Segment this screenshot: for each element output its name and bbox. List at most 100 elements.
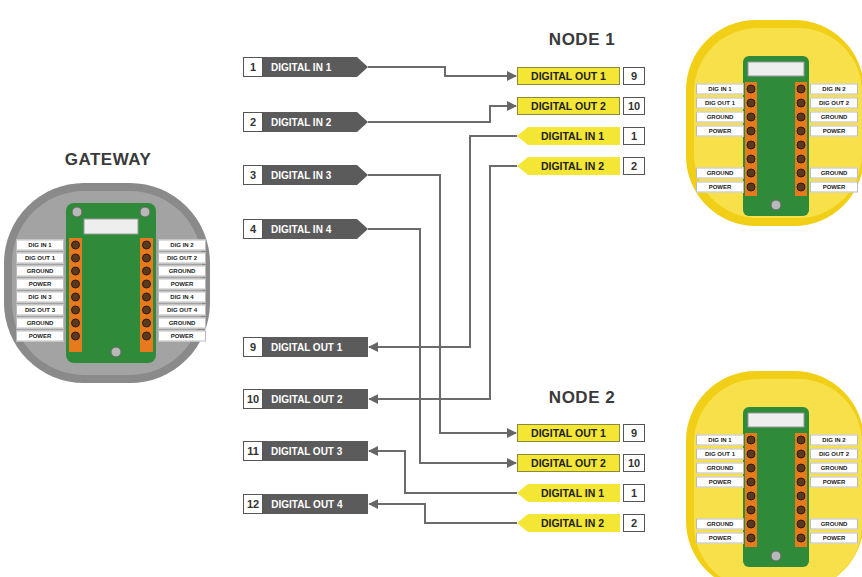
terminal-label: DIG OUT 2 [810, 98, 858, 109]
header-connector [748, 62, 804, 76]
terminal-screw [747, 183, 755, 191]
pin-number: 2 [243, 112, 263, 132]
terminal-label: DIG IN 1 [696, 84, 744, 95]
signal-wire [369, 166, 517, 399]
terminal-label: DIG OUT 1 [696, 98, 744, 109]
terminal-label: DIG OUT 2 [158, 253, 206, 264]
terminal-screw [747, 169, 755, 177]
terminal-label: POWER [810, 477, 858, 488]
terminal-screw [72, 293, 80, 301]
terminal-screw [143, 332, 151, 340]
gateway-device [4, 183, 210, 383]
terminal-label: POWER [16, 279, 64, 290]
terminal-label: POWER [158, 279, 206, 290]
terminal-screw [747, 155, 755, 163]
terminal-screw [72, 280, 80, 288]
terminal-screw [747, 534, 755, 542]
terminal-label: GROUND [696, 463, 744, 474]
terminal-label: DIG IN 4 [158, 292, 206, 303]
node-pin-tag: DIGITAL OUT 210 [517, 97, 645, 115]
terminal-label: POWER [696, 182, 744, 193]
terminal-screw [797, 464, 805, 472]
signal-name: DIGITAL OUT 1 [517, 67, 620, 85]
node-pin-tag: DIGITAL OUT 19 [517, 424, 645, 442]
terminal-screw [797, 141, 805, 149]
pin-number: 10 [623, 97, 645, 115]
terminal-label: DIG IN 2 [158, 240, 206, 251]
terminal-screw [797, 520, 805, 528]
node-pin-tag: DIGITAL OUT 210 [517, 454, 645, 472]
terminal-screw [747, 113, 755, 121]
terminal-label: POWER [158, 331, 206, 342]
terminal-screw [143, 306, 151, 314]
device-title: GATEWAY [65, 150, 152, 170]
terminal-screw [797, 506, 805, 514]
terminal-screw [143, 254, 151, 262]
terminal-label: DIG OUT 4 [158, 305, 206, 316]
signal-name: DIGITAL OUT 4 [263, 494, 368, 514]
signal-wire [368, 175, 516, 433]
terminal-screw [747, 506, 755, 514]
gateway-pin-tag: 12DIGITAL OUT 4 [243, 494, 368, 514]
circuit-board [743, 56, 809, 216]
signal-name: DIGITAL IN 2 [517, 157, 620, 175]
signal-name: DIGITAL OUT 1 [517, 424, 620, 442]
circuit-board [66, 203, 156, 363]
terminal-label: POWER [16, 331, 64, 342]
terminal-label: DIG IN 2 [810, 435, 858, 446]
terminal-label: DIG OUT 2 [810, 449, 858, 460]
signal-name: DIGITAL IN 4 [263, 219, 368, 239]
header-connector [748, 413, 804, 427]
node-pin-tag: DIGITAL IN 22 [517, 157, 645, 175]
node-2-device [686, 371, 862, 577]
terminal-label: DIG OUT 1 [16, 253, 64, 264]
pin-number: 10 [623, 454, 645, 472]
terminal-screw [143, 241, 151, 249]
terminal-screw [747, 436, 755, 444]
terminal-screw [143, 319, 151, 327]
signal-name: DIGITAL IN 2 [517, 514, 620, 532]
pin-number: 9 [623, 424, 645, 442]
terminal-screw [797, 155, 805, 163]
pin-number: 2 [623, 514, 645, 532]
terminal-screw [797, 183, 805, 191]
terminal-screw [143, 293, 151, 301]
terminal-label: DIG OUT 1 [696, 449, 744, 460]
terminal-strip [69, 238, 82, 352]
terminal-label: GROUND [810, 463, 858, 474]
terminal-label: DIG IN 3 [16, 292, 64, 303]
terminal-screw [72, 306, 80, 314]
terminal-label: POWER [810, 182, 858, 193]
terminal-label: POWER [696, 477, 744, 488]
node-pin-tag: DIGITAL IN 11 [517, 127, 645, 145]
terminal-label: POWER [696, 533, 744, 544]
signal-wire [369, 451, 517, 493]
terminal-label: GROUND [158, 318, 206, 329]
terminal-label: POWER [696, 126, 744, 137]
terminal-screw [797, 478, 805, 486]
terminal-screw [72, 319, 80, 327]
node-1-device [686, 20, 862, 226]
terminal-label: DIG IN 1 [16, 240, 64, 251]
gateway-pin-tag: 11DIGITAL OUT 3 [243, 441, 368, 461]
gateway-housing [4, 183, 210, 383]
pin-number: 4 [243, 219, 263, 239]
node-housing [686, 371, 862, 577]
terminal-screw [797, 113, 805, 121]
gateway-pin-tag: 10DIGITAL OUT 2 [243, 389, 368, 409]
terminal-screw [747, 492, 755, 500]
terminal-screw [72, 241, 80, 249]
terminal-label: GROUND [810, 112, 858, 123]
terminal-screw [72, 267, 80, 275]
terminal-strip [795, 433, 807, 547]
terminal-label: GROUND [16, 266, 64, 277]
terminal-screw [72, 254, 80, 262]
terminal-strip [795, 82, 807, 196]
screw [72, 207, 82, 217]
pin-number: 9 [243, 337, 263, 357]
terminal-screw [797, 99, 805, 107]
screw [140, 207, 150, 217]
pin-number: 1 [243, 57, 263, 77]
terminal-screw [797, 169, 805, 177]
